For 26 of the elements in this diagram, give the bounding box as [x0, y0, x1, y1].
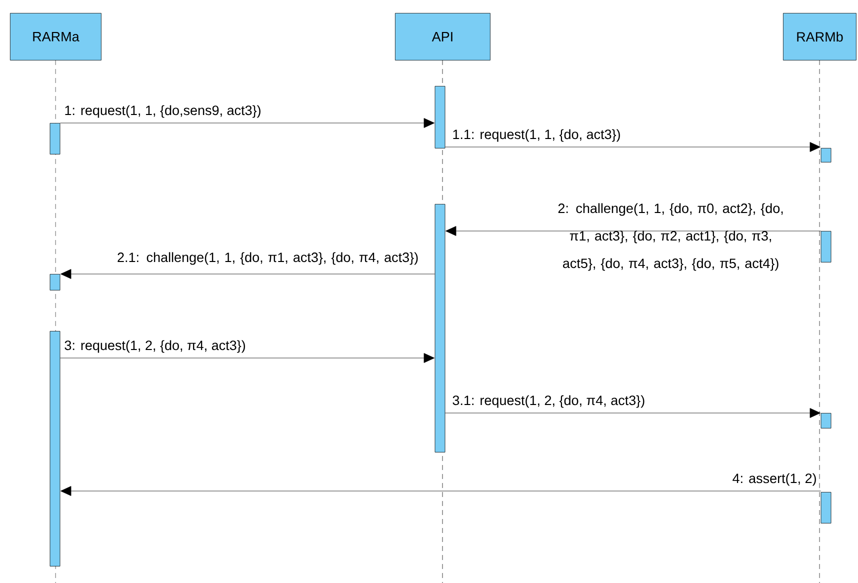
activation-bar — [50, 274, 60, 290]
activation-bar — [820, 413, 832, 428]
activation-bar — [434, 86, 446, 148]
activation-bar — [820, 231, 832, 262]
activation-bar — [50, 123, 60, 154]
activation-bar — [820, 492, 832, 524]
message-arrow — [446, 226, 821, 236]
lifeline-header: RARMa — [10, 13, 102, 60]
message-arrow — [60, 118, 435, 128]
lifeline-header: RARMb — [783, 13, 856, 60]
message-arrow — [60, 269, 435, 279]
edge-label: 2: challenge(1, 1, {do, π0, act2}, {do, π1, act3}, {do, π2, act1}, {do, π3, act5}, {do, π4, act3}, {do, π5, act4}) — [558, 203, 783, 271]
lifeline-header: API — [395, 13, 490, 60]
edge-label: 4: assert(1, 2) — [732, 473, 816, 486]
edge-label: 3: request(1, 2, {do, π4, act3}) — [64, 340, 246, 353]
message-arrow — [445, 408, 821, 418]
activation-bar — [50, 331, 60, 566]
edge-label: 3.1: request(1, 2, {do, π4, act3}) — [452, 395, 644, 408]
message-arrow — [445, 142, 821, 152]
activation-bar — [820, 148, 832, 162]
message-arrow — [60, 353, 435, 363]
edge-label: 1: request(1, 1, {do,sens9, act3}) — [65, 105, 260, 118]
edge-label: 2.1: challenge(1, 1, {do, π1, act3}, {do, π4, act3}) — [118, 252, 418, 265]
edge-label: 1.1: request(1, 1, {do, act3}) — [453, 129, 620, 142]
message-arrow — [60, 486, 821, 496]
activation-bar — [434, 204, 446, 452]
